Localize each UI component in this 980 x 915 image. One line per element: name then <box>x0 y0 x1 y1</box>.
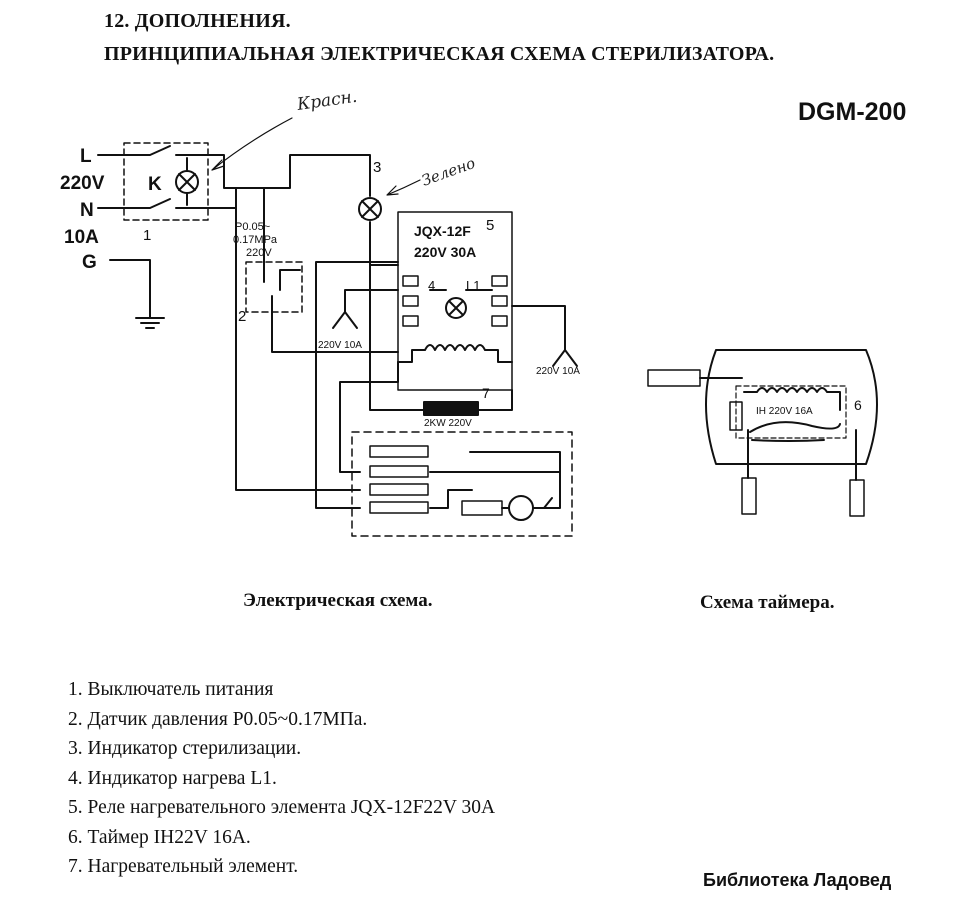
rating-a-label: 220V 10A <box>318 340 362 351</box>
input-wires <box>97 154 151 319</box>
ground-symbol <box>135 317 165 329</box>
switch-k-label: K <box>148 174 162 195</box>
num-2: 2 <box>238 308 246 325</box>
model-label: DGM-200 <box>798 98 907 126</box>
caption-timer-diagram: Схема таймера. <box>700 592 835 613</box>
rating-b-label: 220V 10A <box>536 366 580 377</box>
voltage-label: 220V <box>60 173 105 194</box>
sterilization-indicator <box>358 197 382 221</box>
circuit-wires <box>205 154 566 509</box>
legend-item: 2. Датчик давления P0.05~0.17МПа. <box>68 708 368 730</box>
note-red: Красн. <box>295 87 358 115</box>
annotation-arrows <box>211 117 421 196</box>
sensor-range-label: 0.17MPa <box>233 234 278 246</box>
terminal-n: N <box>80 200 94 221</box>
legend-list: 1. Выключатель питания 2. Датчик давлени… <box>68 675 495 882</box>
power-switch <box>123 142 209 221</box>
relay-box <box>397 211 513 391</box>
timer-block <box>351 431 573 537</box>
legend-item: 1. Выключатель питания <box>68 679 274 700</box>
num-6: 6 <box>854 397 862 413</box>
num-7: 7 <box>482 385 490 401</box>
note-green: Зелено <box>419 154 477 190</box>
timer-schematic <box>647 349 878 517</box>
num-1: 1 <box>143 227 151 244</box>
legend-item: 7. Нагревательный элемент. <box>68 856 299 877</box>
current-label: 10A <box>64 227 99 248</box>
legend-item: 4. Индикатор нагрева L1. <box>68 767 277 789</box>
heating-element <box>423 401 479 416</box>
sensor-pressure-label: P0.05~ <box>235 221 270 233</box>
lamp-l1-label: L1 <box>466 278 480 293</box>
num-5: 5 <box>486 217 494 234</box>
pressure-sensor <box>245 261 303 313</box>
section-heading: 12. ДОПОЛНЕНИЯ. <box>104 10 291 32</box>
relay-rating-label: 220V 30A <box>414 244 476 260</box>
heater-rating-label: 2KW 220V <box>424 418 472 429</box>
timer-rating-label: IH 220V 16A <box>756 406 813 417</box>
schematic-diagram: L 220V N 10A G K 1 P0.05~ 0.17MPa 220V 2… <box>60 87 878 537</box>
caption-electrical-diagram: Электрическая схема. <box>243 590 433 611</box>
num-3: 3 <box>373 159 381 176</box>
legend-item: 6. Таймер IH22V 16A. <box>68 826 251 848</box>
terminal-l: L <box>80 146 92 167</box>
num-4: 4 <box>428 278 435 293</box>
legend-item: 5. Реле нагревательного элемента JQX-12F… <box>68 797 496 818</box>
page-title: ПРИНЦИПИАЛЬНАЯ ЭЛЕКТРИЧЕСКАЯ СХЕМА СТЕРИ… <box>104 43 775 65</box>
contact-right <box>552 349 578 367</box>
terminal-g: G <box>82 252 97 273</box>
contact-left <box>332 311 358 329</box>
relay-model-label: JQX-12F <box>414 223 471 239</box>
library-watermark: Библиотека Ладовед <box>703 870 892 890</box>
legend-item: 3. Индикатор стерилизации. <box>68 738 302 759</box>
sensor-voltage-label: 220V <box>246 247 272 259</box>
